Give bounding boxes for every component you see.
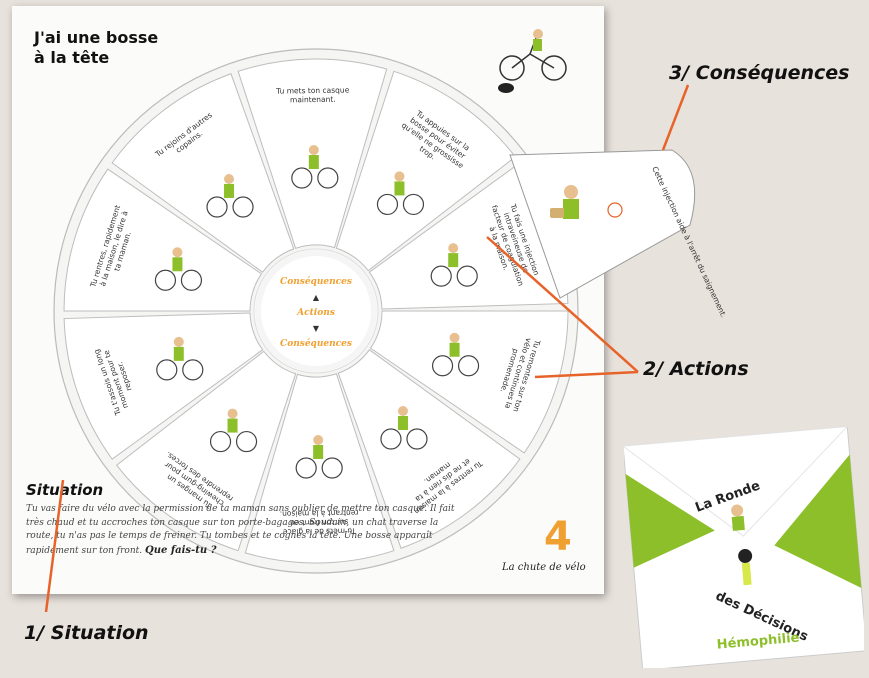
pulled-consequence-tab: Cette injection aide à l'arrêt du saigne… [509, 149, 728, 319]
game-card-sheet: J'ai une bosse à la tête Tu mets ton cas… [12, 6, 604, 594]
segment-illustration [291, 145, 339, 189]
decision-wheel: Tu mets ton casquemaintenant. Tu appuies… [53, 29, 579, 574]
wheel-segment-text: Tu mets ton casquemaintenant. [275, 85, 350, 104]
center-label-mid: Actions [296, 308, 335, 318]
wheel-segment [337, 349, 521, 549]
svg-text:▲: ▲ [313, 293, 320, 302]
wheel-segment [244, 373, 395, 564]
segment-illustration [380, 406, 428, 450]
segment-illustration [154, 247, 203, 291]
segment-illustration [206, 173, 254, 218]
wheel-segment [115, 350, 297, 552]
wheel-center [253, 248, 379, 374]
segment-illustration [430, 243, 478, 287]
segment-illustration [376, 171, 425, 216]
wheel-segment [369, 310, 569, 454]
situation-question: Que fais-tu ? [145, 544, 217, 556]
segment-illustration [431, 332, 480, 377]
wheel-segment [335, 70, 517, 272]
segment-illustration [209, 408, 258, 453]
callout-situation: 1/ Situation [24, 622, 149, 644]
situation-text: Tu vas faire du vélo avec la permission … [26, 504, 455, 556]
product-brand: Hémophilie [716, 631, 800, 653]
wheel-segment [63, 168, 263, 312]
wheel-segment-text: Tu mets de la glacesur ton front enrentr… [280, 508, 359, 536]
wheel-segment [63, 312, 264, 460]
cyclist-illustration [498, 29, 567, 93]
annotation-arrows [44, 84, 690, 613]
callout-actions: 2/ Actions [643, 358, 749, 380]
product-box: La Ronde des Décisions Hémophilie [624, 425, 864, 668]
center-label-bottom: Conséquences [280, 338, 352, 349]
wheel-segment [111, 73, 295, 273]
segment-illustration [295, 434, 343, 479]
situation-heading: Situation [26, 481, 104, 499]
card-number: 4 [544, 514, 572, 560]
callout-consequences: 3/ Conséquences [669, 62, 850, 84]
envelope-button [738, 548, 753, 563]
card-name: La chute de vélo [502, 562, 586, 573]
segment-illustration [156, 336, 204, 381]
card-title: J'ai une bosse à la tête [34, 28, 159, 67]
svg-text:▼: ▼ [313, 324, 320, 333]
center-label-top: Conséquences [280, 276, 352, 287]
wheel-segments: Tu mets ton casquemaintenant. Tu appuies… [63, 58, 569, 564]
